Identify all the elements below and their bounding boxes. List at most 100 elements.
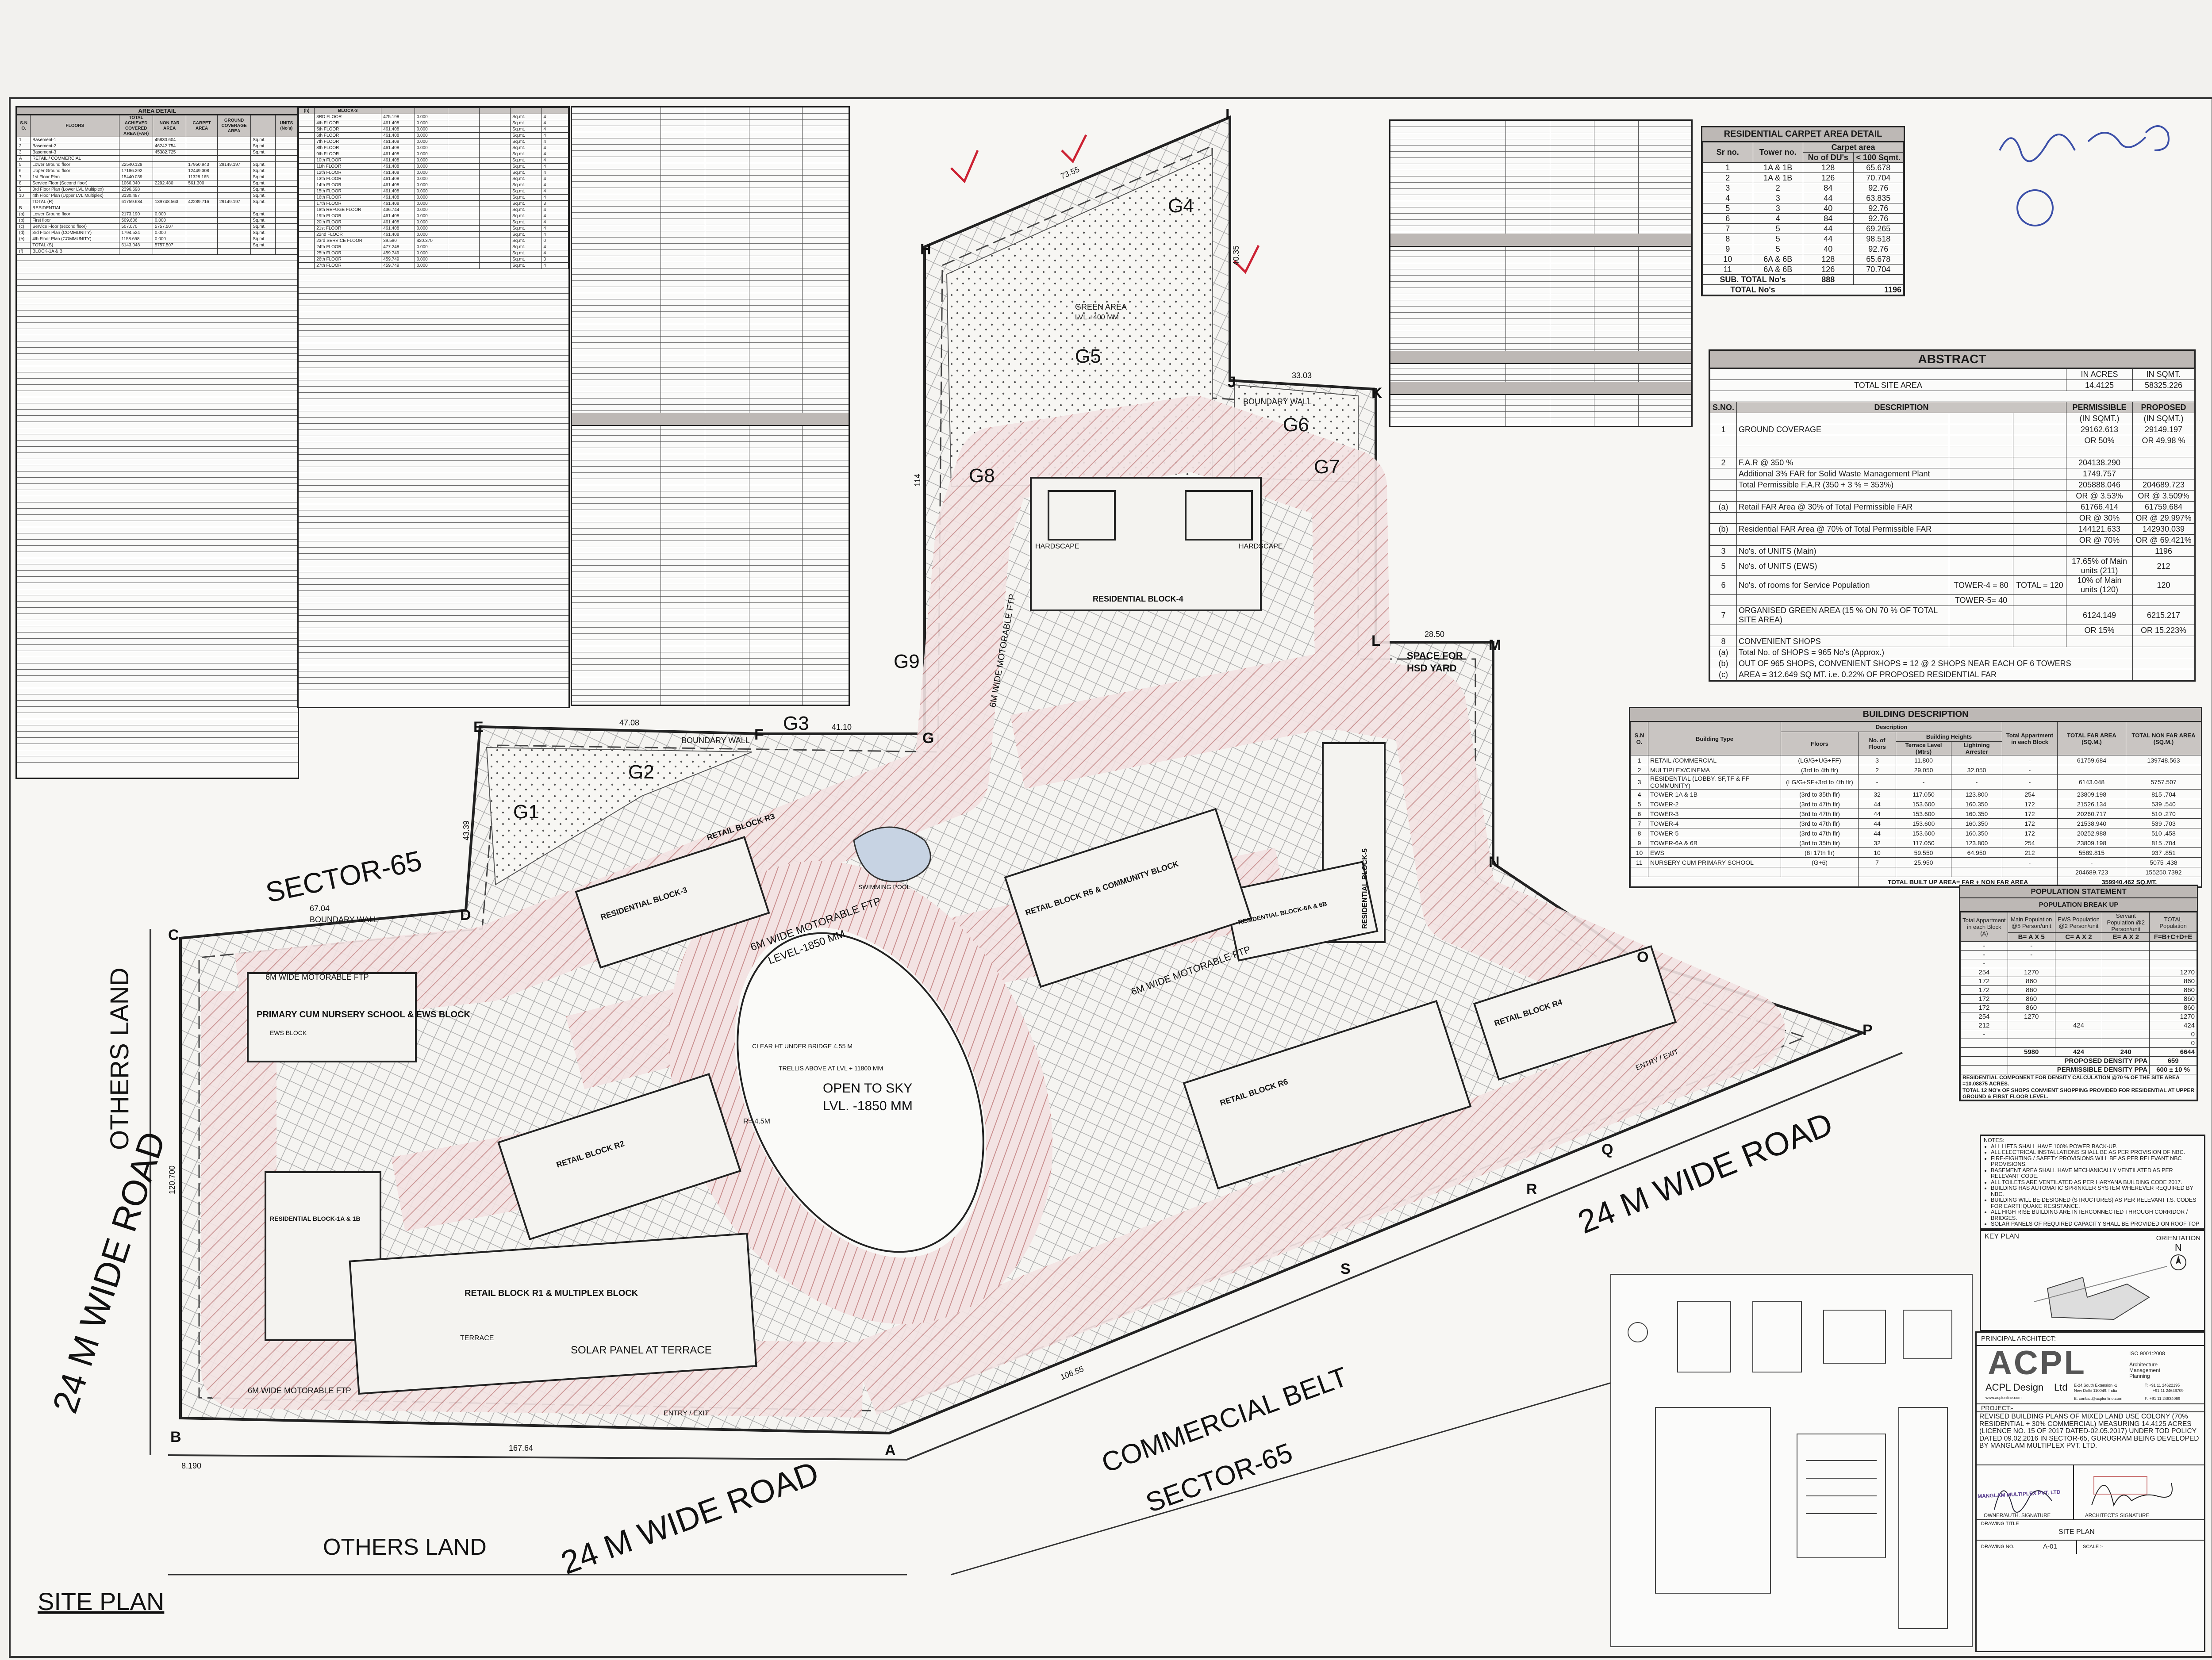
table-cell: Sq.mt. bbox=[510, 188, 542, 195]
retail-block-r5 bbox=[1004, 808, 1252, 988]
table-cell: 204689.723 bbox=[2132, 479, 2195, 491]
table-cell: 59.550 bbox=[1896, 847, 1951, 858]
table-cell: Service Floor (second floor) bbox=[30, 223, 120, 230]
table-cell bbox=[275, 205, 298, 211]
table-cell: 9 bbox=[1702, 244, 1753, 254]
table-cell bbox=[479, 225, 511, 232]
table-cell: 461.408 bbox=[381, 225, 415, 232]
detail-drawings bbox=[1628, 1301, 1952, 1629]
table-cell: 860 bbox=[2007, 1003, 2055, 1012]
open-to-sky-label: OPEN TO SKY bbox=[823, 1081, 912, 1096]
table-cell bbox=[479, 126, 511, 133]
table-row: (a)Total No. of SHOPS = 965 No's (Approx… bbox=[1710, 647, 2195, 658]
block-4-table bbox=[571, 106, 850, 706]
table-cell bbox=[2013, 424, 2066, 435]
table-row: OR @ 3.53%OR @ 3.509% bbox=[1710, 490, 2195, 502]
table-cell: 142930.039 bbox=[2132, 523, 2195, 535]
table-cell: 92.76 bbox=[1853, 203, 1904, 214]
table-cell: (3rd to 35th flr) bbox=[1781, 838, 1859, 848]
table-cell: Sq.mt. bbox=[510, 225, 542, 232]
table-cell: 40 bbox=[1803, 244, 1854, 254]
table-cell: 461.408 bbox=[381, 200, 415, 207]
table-cell: 0.000 bbox=[414, 188, 449, 195]
table-cell: 3130.487 bbox=[119, 192, 153, 199]
hsd-yard-label-2: HSD YARD bbox=[1407, 663, 1456, 674]
table-cell: 4 bbox=[541, 219, 569, 226]
table-cell: 0.000 bbox=[414, 225, 449, 232]
table-cell: 254 bbox=[2002, 838, 2058, 848]
table-cell bbox=[2013, 636, 2066, 647]
table-row: (b)OUT OF 965 SHOPS, CONVENIENT SHOPS = … bbox=[1710, 658, 2195, 669]
table-cell: 5980 bbox=[2007, 1047, 2055, 1057]
table-cell bbox=[1710, 413, 1737, 424]
table-row: TOWER-5= 40 bbox=[1710, 594, 2195, 606]
green-label-g3: G3 bbox=[783, 713, 809, 734]
table-cell bbox=[1949, 479, 2013, 491]
table-cell: 153.600 bbox=[1896, 828, 1951, 838]
table-cell: 39.580 bbox=[381, 238, 415, 244]
table-cell bbox=[217, 180, 251, 187]
table-cell: F.A.R @ 350 % bbox=[1736, 457, 1949, 468]
table-cell: Sq.mt. bbox=[250, 242, 276, 249]
table-cell: 61759.684 bbox=[119, 199, 153, 205]
table-cell: 240 bbox=[2102, 1047, 2150, 1057]
table-cell: 4 bbox=[541, 120, 569, 127]
table-cell bbox=[1949, 424, 2013, 435]
col-building-type: Building Type bbox=[1648, 722, 1781, 755]
table-cell: 19th FLOOR bbox=[314, 213, 382, 219]
table-cell bbox=[119, 137, 153, 143]
dim-h-i: 73.55 bbox=[1059, 165, 1081, 181]
table-cell: 32 bbox=[1858, 838, 1896, 848]
green-label-g1: G1 bbox=[513, 801, 539, 823]
table-cell bbox=[479, 250, 511, 257]
table-cell bbox=[2132, 669, 2195, 680]
table-cell: 10th FLOOR bbox=[314, 157, 382, 164]
table-cell bbox=[2013, 512, 2066, 524]
population-subtitle: POPULATION BREAK UP bbox=[1960, 898, 2197, 912]
table-cell bbox=[479, 200, 511, 207]
hardscape-label-2: HARDSCAPE bbox=[1035, 543, 1079, 550]
table-cell: 25th FLOOR bbox=[314, 250, 382, 257]
table-cell bbox=[275, 242, 298, 249]
table-cell bbox=[2055, 1012, 2103, 1021]
green-label-g6: G6 bbox=[1283, 414, 1309, 436]
table-cell bbox=[186, 223, 218, 230]
table-cell bbox=[2055, 977, 2103, 986]
table-cell: 11.800 bbox=[1896, 755, 1951, 765]
table-cell bbox=[298, 244, 315, 250]
table-cell: 6 bbox=[1630, 809, 1648, 819]
terrace-label: TERRACE bbox=[460, 1334, 494, 1342]
table-cell bbox=[1960, 1039, 2008, 1048]
table-cell: 6 bbox=[16, 168, 31, 174]
table-cell: 24th FLOOR bbox=[314, 244, 382, 250]
table-cell: 160.350 bbox=[1951, 809, 2003, 819]
table-cell: 1A & 1B bbox=[1752, 173, 1803, 183]
table-cell: 815 .704 bbox=[2126, 838, 2202, 848]
residential-block-3 bbox=[575, 836, 770, 969]
table-cell bbox=[448, 138, 480, 145]
table-cell: Upper Ground floor bbox=[30, 168, 120, 174]
table-cell: GROUND COVERAGE bbox=[1736, 424, 1949, 435]
table-cell: 4 bbox=[541, 231, 569, 238]
col-lightning-arrester: Lightning Arrester bbox=[1951, 741, 2003, 755]
col-non-far-area: TOTAL NON FAR AREA (SQ.M.) bbox=[2126, 722, 2202, 755]
table-cell: 139748.563 bbox=[2126, 755, 2202, 765]
table-cell: 8 bbox=[1702, 234, 1753, 244]
col-total-population: TOTAL Population bbox=[2149, 912, 2197, 933]
table-cell bbox=[2013, 556, 2066, 576]
table-cell: 0.000 bbox=[414, 151, 449, 157]
table-cell bbox=[1960, 1047, 2008, 1057]
table-cell: 92.76 bbox=[1853, 213, 1904, 224]
table-cell: 26th FLOOR bbox=[314, 256, 382, 263]
others-land-left-label: OTHERS LAND bbox=[105, 967, 134, 1150]
table-cell: 153.600 bbox=[1896, 818, 1951, 828]
table-cell: B bbox=[16, 205, 31, 211]
